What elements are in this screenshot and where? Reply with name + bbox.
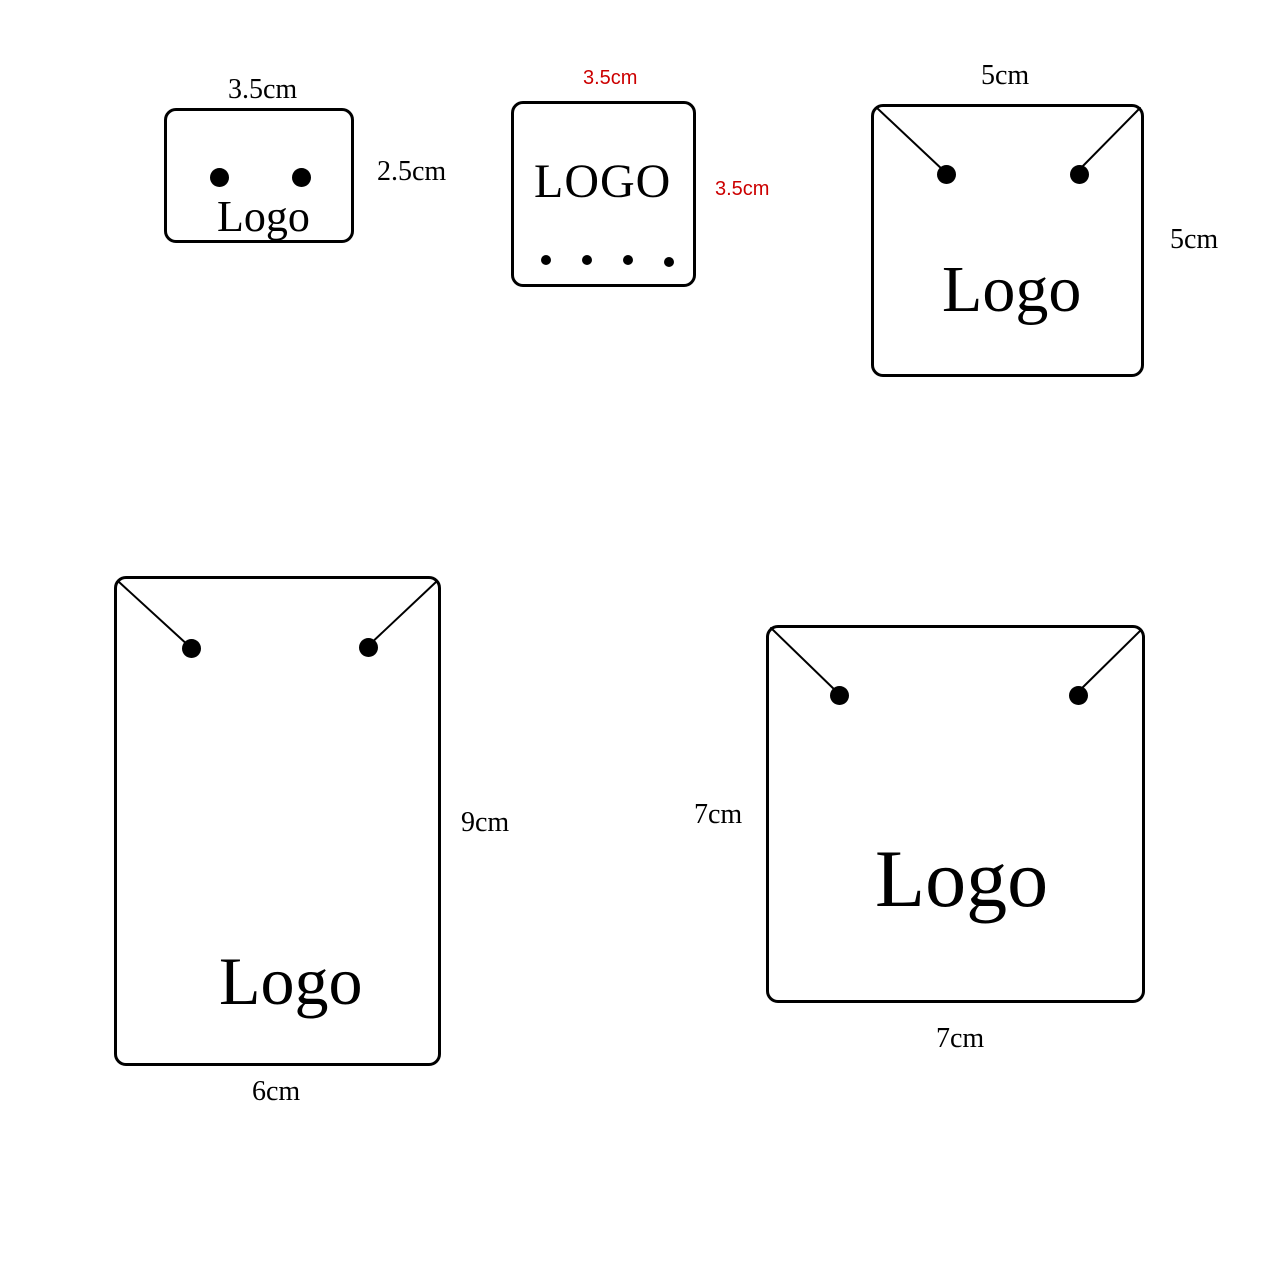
card-a-logo-text: Logo	[217, 192, 310, 241]
card-b-hole-2	[582, 255, 592, 265]
card-a-hole-left	[210, 168, 229, 187]
card-b-logo-text: LOGO	[534, 155, 672, 208]
card-e-logo-text: Logo	[875, 833, 1049, 924]
card-e-outline: Logo	[766, 625, 1145, 1003]
card-b-hole-1	[541, 255, 551, 265]
card-a-width-label: 3.5cm	[228, 74, 298, 105]
card-c-height-label: 5cm	[1170, 224, 1219, 255]
card-c-hole-left	[937, 165, 956, 184]
card-e-height-label: 7cm	[694, 799, 743, 830]
card-b-hole-4	[664, 257, 674, 267]
card-d-logo-text: Logo	[219, 943, 363, 1019]
card-d-hole-right	[359, 638, 378, 657]
card-d-outline: Logo	[114, 576, 441, 1066]
card-e-width-label: 7cm	[936, 1023, 985, 1054]
card-a-hole-right	[292, 168, 311, 187]
card-b-outline: LOGO	[511, 101, 696, 287]
card-b-hole-3	[623, 255, 633, 265]
card-b-width-label: 3.5cm	[583, 67, 638, 89]
card-c-hole-right	[1070, 165, 1089, 184]
card-d-height-label: 9cm	[461, 807, 510, 838]
card-d-width-label: 6cm	[252, 1076, 301, 1107]
card-c-width-label: 5cm	[981, 60, 1030, 91]
card-d-hole-left	[182, 639, 201, 658]
card-a-height-label: 2.5cm	[377, 156, 447, 187]
card-b-height-label: 3.5cm	[715, 178, 770, 200]
card-e-hole-right	[1069, 686, 1088, 705]
card-c-logo-text: Logo	[942, 253, 1082, 326]
card-a-outline: Logo	[164, 108, 354, 243]
card-e-hole-left	[830, 686, 849, 705]
card-c-outline: Logo	[871, 104, 1144, 377]
